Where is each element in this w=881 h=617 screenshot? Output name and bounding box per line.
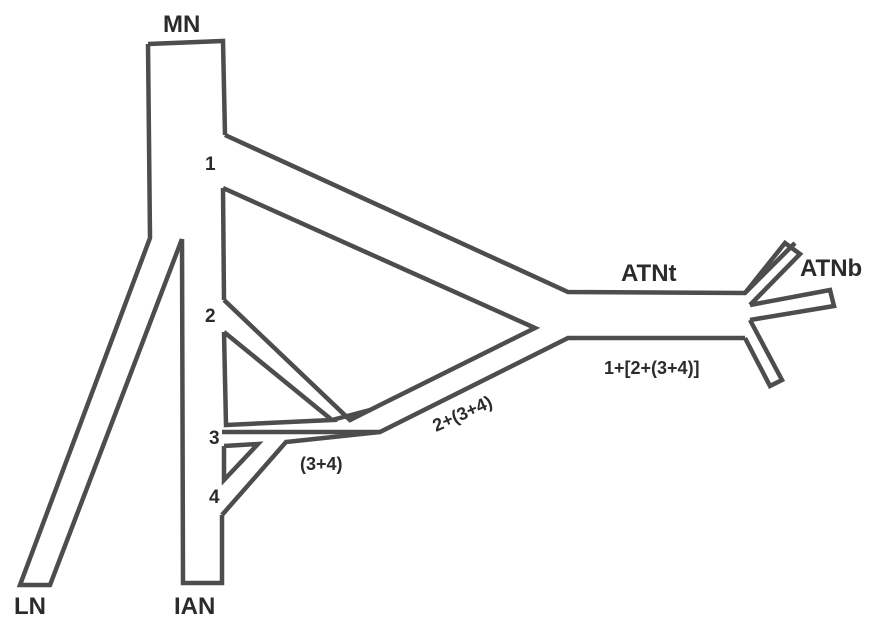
branch-2-outer-outline (222, 298, 372, 423)
label-branch-3: 3 (209, 428, 220, 449)
branch-4-outline (220, 429, 381, 517)
inner-triangle-1-left (220, 187, 227, 301)
label-mn: MN (163, 11, 200, 38)
label-branch-2: 2 (205, 306, 216, 327)
label-branch-4: 4 (209, 487, 220, 508)
inner-triangle-2-outline (221, 330, 338, 428)
branch-3-outline (222, 335, 745, 435)
label-combo-3-4: (3+4) (300, 454, 343, 474)
mn-trunk-left-outline (16, 43, 185, 588)
label-atnt: ATNt (621, 260, 677, 287)
label-ian: IAN (174, 593, 215, 617)
branch-1-upper-outline (224, 132, 797, 296)
atnb-lower-branch-outline (743, 318, 786, 390)
label-ln: LN (14, 593, 46, 617)
label-combo-2-3-4: 2+(3+4) (429, 392, 495, 436)
mn-top-outline (147, 38, 228, 136)
label-atnb: ATNb (800, 255, 862, 282)
label-branch-1: 1 (205, 154, 216, 175)
inner-triangle-1-outline (222, 185, 541, 423)
atnb-upper-branch-outline (743, 239, 804, 307)
inner-triangle-3-outline (221, 441, 264, 486)
atnb-middle-branch-outline (749, 287, 837, 323)
ian-left-outline (179, 238, 225, 586)
label-combo-1-2-3-4: 1+[2+(3+4)] (604, 358, 700, 378)
